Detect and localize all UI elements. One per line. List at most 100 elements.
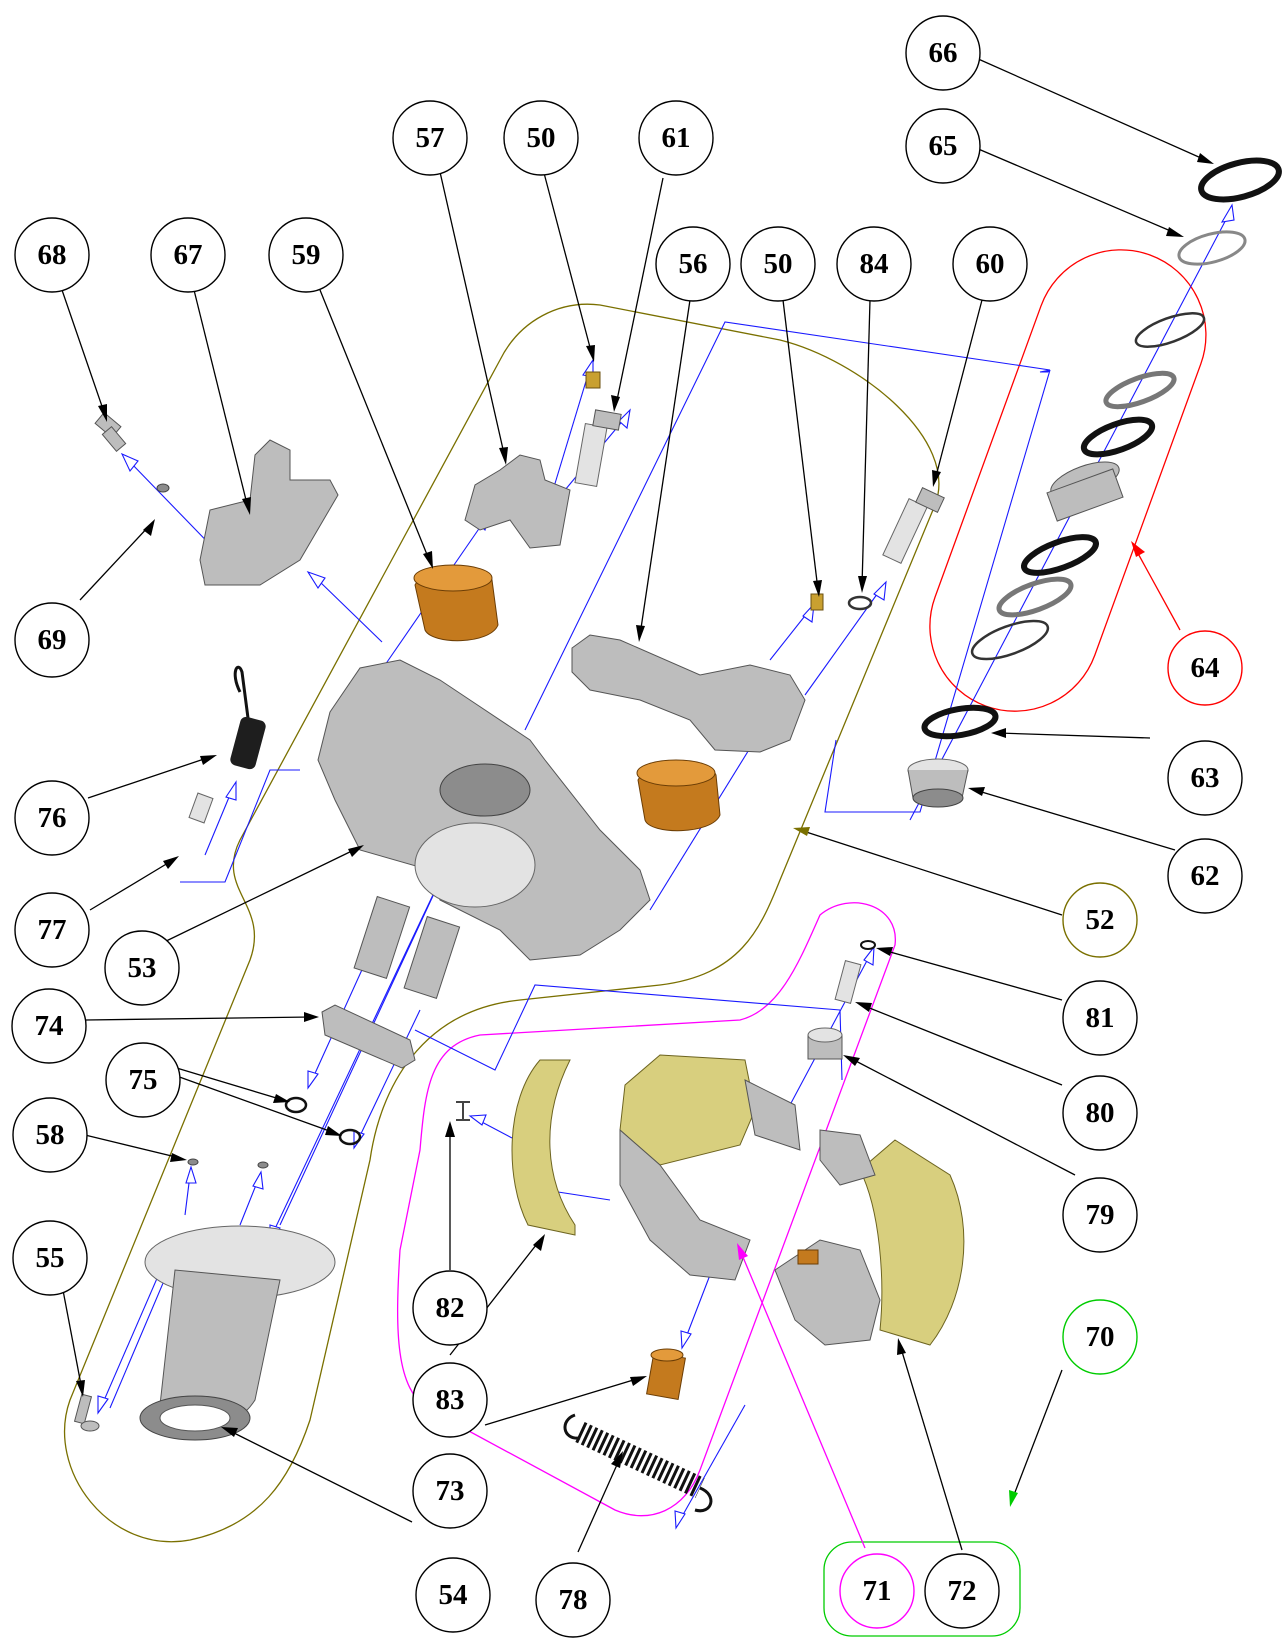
svg-text:79: 79 (1086, 1199, 1115, 1231)
svg-text:69: 69 (38, 624, 67, 656)
part-82-rivet (456, 1101, 470, 1121)
part-57-arm (464, 454, 571, 549)
svg-text:61: 61 (662, 122, 691, 154)
assembly-70-outline (823, 1541, 1021, 1637)
part-72-shoe (774, 1129, 965, 1346)
part-62-bearing (907, 758, 969, 808)
callout-78: 78 (535, 1562, 611, 1638)
part-64-ring-1 (1134, 312, 1206, 348)
callout-80: 80 (1062, 1075, 1138, 1151)
part-68-bolt (94, 411, 127, 452)
part-58-a (187, 1158, 199, 1166)
parts (73, 157, 1282, 1513)
part-80-pin (834, 959, 862, 1005)
part-63-seal (921, 704, 999, 740)
part-84-washer (847, 595, 873, 611)
svg-text:67: 67 (174, 239, 203, 271)
part-50-nipple-a (585, 371, 601, 389)
svg-text:52: 52 (1086, 904, 1115, 936)
svg-text:82: 82 (436, 1292, 465, 1324)
svg-text:76: 76 (38, 802, 67, 834)
svg-text:53: 53 (128, 952, 157, 984)
part-64-ring-6 (970, 619, 1050, 661)
svg-text:66: 66 (929, 37, 958, 69)
callout-75: 75 (105, 1042, 181, 1118)
svg-text:50: 50 (764, 248, 793, 280)
svg-text:62: 62 (1191, 860, 1220, 892)
svg-text:70: 70 (1086, 1321, 1115, 1353)
svg-text:63: 63 (1191, 762, 1220, 794)
callout-55: 55 (12, 1220, 88, 1296)
svg-text:50: 50 (527, 122, 556, 154)
part-64-ring-4 (1021, 534, 1099, 576)
callout-77: 77 (14, 892, 90, 968)
part-79-bushing (807, 1027, 843, 1060)
svg-text:81: 81 (1086, 1002, 1115, 1034)
callout-74: 74 (11, 988, 87, 1064)
part-75-circlip-a (284, 1096, 308, 1114)
part-55-bolt (73, 1393, 100, 1432)
svg-text:75: 75 (129, 1064, 158, 1096)
assembly-71-outline (396, 902, 896, 1517)
leader-lines (61, 57, 1214, 1553)
part-74-plate (321, 1004, 416, 1069)
callout-62: 62 (1167, 838, 1243, 914)
part-64-ring-5 (996, 576, 1074, 618)
callout-56: 56 (655, 226, 731, 302)
callout-68: 68 (14, 217, 90, 293)
callout-79: 79 (1062, 1177, 1138, 1253)
svg-text:54: 54 (439, 1579, 468, 1611)
svg-text:74: 74 (35, 1010, 64, 1042)
part-53-studs (353, 895, 461, 1000)
part-50-nipple-b (810, 593, 824, 611)
callout-57: 57 (392, 100, 468, 176)
part-53-ring (414, 822, 536, 908)
svg-text:78: 78 (559, 1584, 588, 1616)
callout-59: 59 (268, 217, 344, 293)
callout-71: 71 (839, 1553, 915, 1629)
part-67-bracket (199, 439, 339, 586)
part-76-sensor (230, 665, 266, 770)
svg-text:57: 57 (416, 122, 445, 154)
callout-58: 58 (12, 1097, 88, 1173)
svg-text:71: 71 (863, 1575, 892, 1607)
callout-60: 60 (952, 226, 1028, 302)
callout-82: 82 (412, 1270, 488, 1346)
svg-text:64: 64 (1191, 652, 1220, 684)
callout-61: 61 (638, 100, 714, 176)
callout-72: 72 (924, 1553, 1000, 1629)
callout-53: 53 (104, 930, 180, 1006)
part-71-shoe (619, 1054, 801, 1281)
part-81-clip (860, 940, 876, 950)
part-78-spring (563, 1413, 713, 1513)
part-bushing-lower (636, 759, 721, 832)
svg-text:83: 83 (436, 1384, 465, 1416)
part-64-ring-3 (1080, 416, 1156, 458)
part-53-bore (439, 763, 531, 817)
part-60-pin (882, 487, 945, 564)
callout-73: 73 (412, 1453, 488, 1529)
svg-text:80: 80 (1086, 1097, 1115, 1129)
part-69-washer (156, 483, 170, 493)
part-59-bushing (413, 564, 499, 642)
part-83-lining (511, 1059, 576, 1236)
callout-52: 52 (1062, 882, 1138, 958)
svg-text:73: 73 (436, 1475, 465, 1507)
callout-70: 70 (1062, 1299, 1138, 1375)
svg-text:60: 60 (976, 248, 1005, 280)
svg-text:55: 55 (36, 1242, 65, 1274)
svg-text:72: 72 (948, 1575, 977, 1607)
callout-66: 66 (905, 15, 981, 91)
part-61-pin (574, 409, 622, 488)
svg-text:77: 77 (38, 914, 67, 946)
part-65-ring (1177, 230, 1247, 266)
svg-text:68: 68 (38, 239, 67, 271)
svg-text:58: 58 (36, 1119, 65, 1151)
part-56-arm (571, 634, 806, 753)
callout-63: 63 (1167, 740, 1243, 816)
part-64-ring-2 (1103, 370, 1177, 410)
part-54-hub (139, 1225, 336, 1441)
svg-text:65: 65 (929, 130, 958, 162)
part-73-bushing (646, 1348, 686, 1401)
